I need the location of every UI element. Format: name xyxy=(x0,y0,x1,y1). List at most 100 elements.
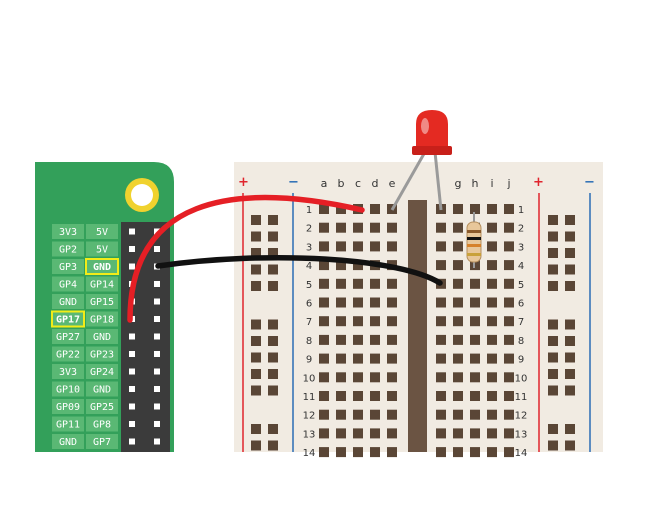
gpio-pin-label-right: GP7 xyxy=(93,437,111,448)
row-number: 9 xyxy=(306,355,312,366)
breadboard-hole xyxy=(387,316,397,327)
row-number: 14 xyxy=(515,448,528,459)
breadboard-hole xyxy=(504,297,514,308)
column-letter: a xyxy=(321,177,328,190)
gpio-pin-label-right: GP18 xyxy=(90,315,114,326)
breadboard-hole xyxy=(336,372,346,383)
breadboard-hole xyxy=(436,409,446,420)
rail-hole xyxy=(268,319,278,330)
breadboard-hole xyxy=(487,353,497,364)
row-number: 13 xyxy=(303,429,316,440)
pin-label-box xyxy=(86,329,118,344)
header-pin xyxy=(154,298,160,305)
breadboard-hole xyxy=(336,260,346,271)
header-pin xyxy=(154,368,160,375)
breadboard-hole xyxy=(319,447,329,458)
pin-label-box xyxy=(86,294,118,309)
breadboard-hole xyxy=(453,391,463,401)
rail-hole xyxy=(251,369,261,379)
gpio-pin-label-right: 5V xyxy=(96,227,108,238)
breadboard-hole xyxy=(319,316,329,327)
rail-hole xyxy=(268,336,278,346)
breadboard-hole xyxy=(436,297,446,308)
breadboard-hole xyxy=(487,297,497,308)
breadboard-hole xyxy=(370,409,380,420)
breadboard-hole xyxy=(470,391,480,401)
breadboard-hole xyxy=(387,428,397,439)
breadboard-hole xyxy=(370,278,380,289)
breadboard-hole xyxy=(504,278,514,289)
breadboard-hole xyxy=(336,409,346,420)
column-letter: i xyxy=(490,177,493,190)
gpio-pin-label-left: 3V3 xyxy=(59,367,77,378)
breadboard-hole xyxy=(436,334,446,345)
gpio-pin-label-left: GP09 xyxy=(56,402,80,413)
pin-label-box xyxy=(52,364,84,379)
header-pin xyxy=(154,246,160,252)
row-number: 3 xyxy=(306,242,312,253)
breadboard-hole xyxy=(319,391,329,401)
rail-hole xyxy=(548,424,558,434)
header-pin xyxy=(129,351,135,357)
gpio-pin-label-left: GND xyxy=(59,297,77,308)
gpio-pin-label-left: GP4 xyxy=(59,280,77,291)
row-number: 4 xyxy=(306,261,312,272)
rail-hole xyxy=(565,424,575,434)
rail-hole xyxy=(268,215,278,225)
breadboard-hole xyxy=(453,447,463,458)
row-number: 6 xyxy=(306,299,312,310)
breadboard-hole xyxy=(470,278,480,289)
breadboard-hole xyxy=(336,447,346,458)
row-number: 8 xyxy=(306,336,312,347)
resistor-icon xyxy=(466,212,482,268)
breadboard-hole xyxy=(370,447,380,458)
breadboard-hole xyxy=(353,260,363,271)
breadboard-hole xyxy=(470,353,480,364)
rail-hole xyxy=(251,424,261,434)
gpio-pin-label-right: GND xyxy=(93,262,111,273)
header-pin xyxy=(129,246,135,252)
breadboard-hole xyxy=(470,297,480,308)
breadboard-hole xyxy=(336,222,346,233)
breadboard-hole xyxy=(453,428,463,439)
right-rail-plus-sign: + xyxy=(533,175,544,190)
header-pin xyxy=(129,368,135,375)
pin-label-box xyxy=(86,346,118,362)
breadboard-hole xyxy=(487,241,497,252)
breadboard-hole xyxy=(387,297,397,308)
rail-hole xyxy=(251,440,261,451)
row-number: 13 xyxy=(515,429,528,440)
gpio-pin-label-right: 5V xyxy=(96,245,108,256)
gpio-pin-label-left: GP17 xyxy=(56,315,80,326)
row-number: 10 xyxy=(515,373,528,384)
row-number: 1 xyxy=(306,205,312,216)
breadboard-hole xyxy=(504,241,514,252)
pin-label-box xyxy=(52,224,84,239)
rail-hole xyxy=(251,319,261,330)
rail-hole xyxy=(251,281,261,291)
row-number: 9 xyxy=(518,355,524,366)
breadboard-hole xyxy=(453,241,463,252)
row-number: 2 xyxy=(306,224,312,235)
breadboard-hole xyxy=(370,241,380,252)
rail-hole xyxy=(548,264,558,275)
breadboard-hole xyxy=(504,204,514,214)
rail-hole xyxy=(565,352,575,363)
row-number: 11 xyxy=(515,392,528,403)
rail-hole xyxy=(548,248,558,258)
pin-label-box xyxy=(52,329,84,344)
pin-label-box xyxy=(86,364,118,379)
breadboard-hole xyxy=(336,204,346,214)
column-letter: g xyxy=(455,177,462,190)
rail-hole xyxy=(548,215,558,225)
rail-hole xyxy=(565,336,575,346)
breadboard-hole xyxy=(470,204,480,214)
breadboard-hole xyxy=(504,316,514,327)
pin-label-box xyxy=(85,258,119,275)
breadboard-hole xyxy=(504,409,514,420)
rail-hole xyxy=(548,369,558,379)
gpio-pin-label-right: GP23 xyxy=(90,350,114,361)
breadboard-hole xyxy=(487,409,497,420)
pin-label-box xyxy=(86,381,118,397)
rail-hole xyxy=(251,231,261,242)
